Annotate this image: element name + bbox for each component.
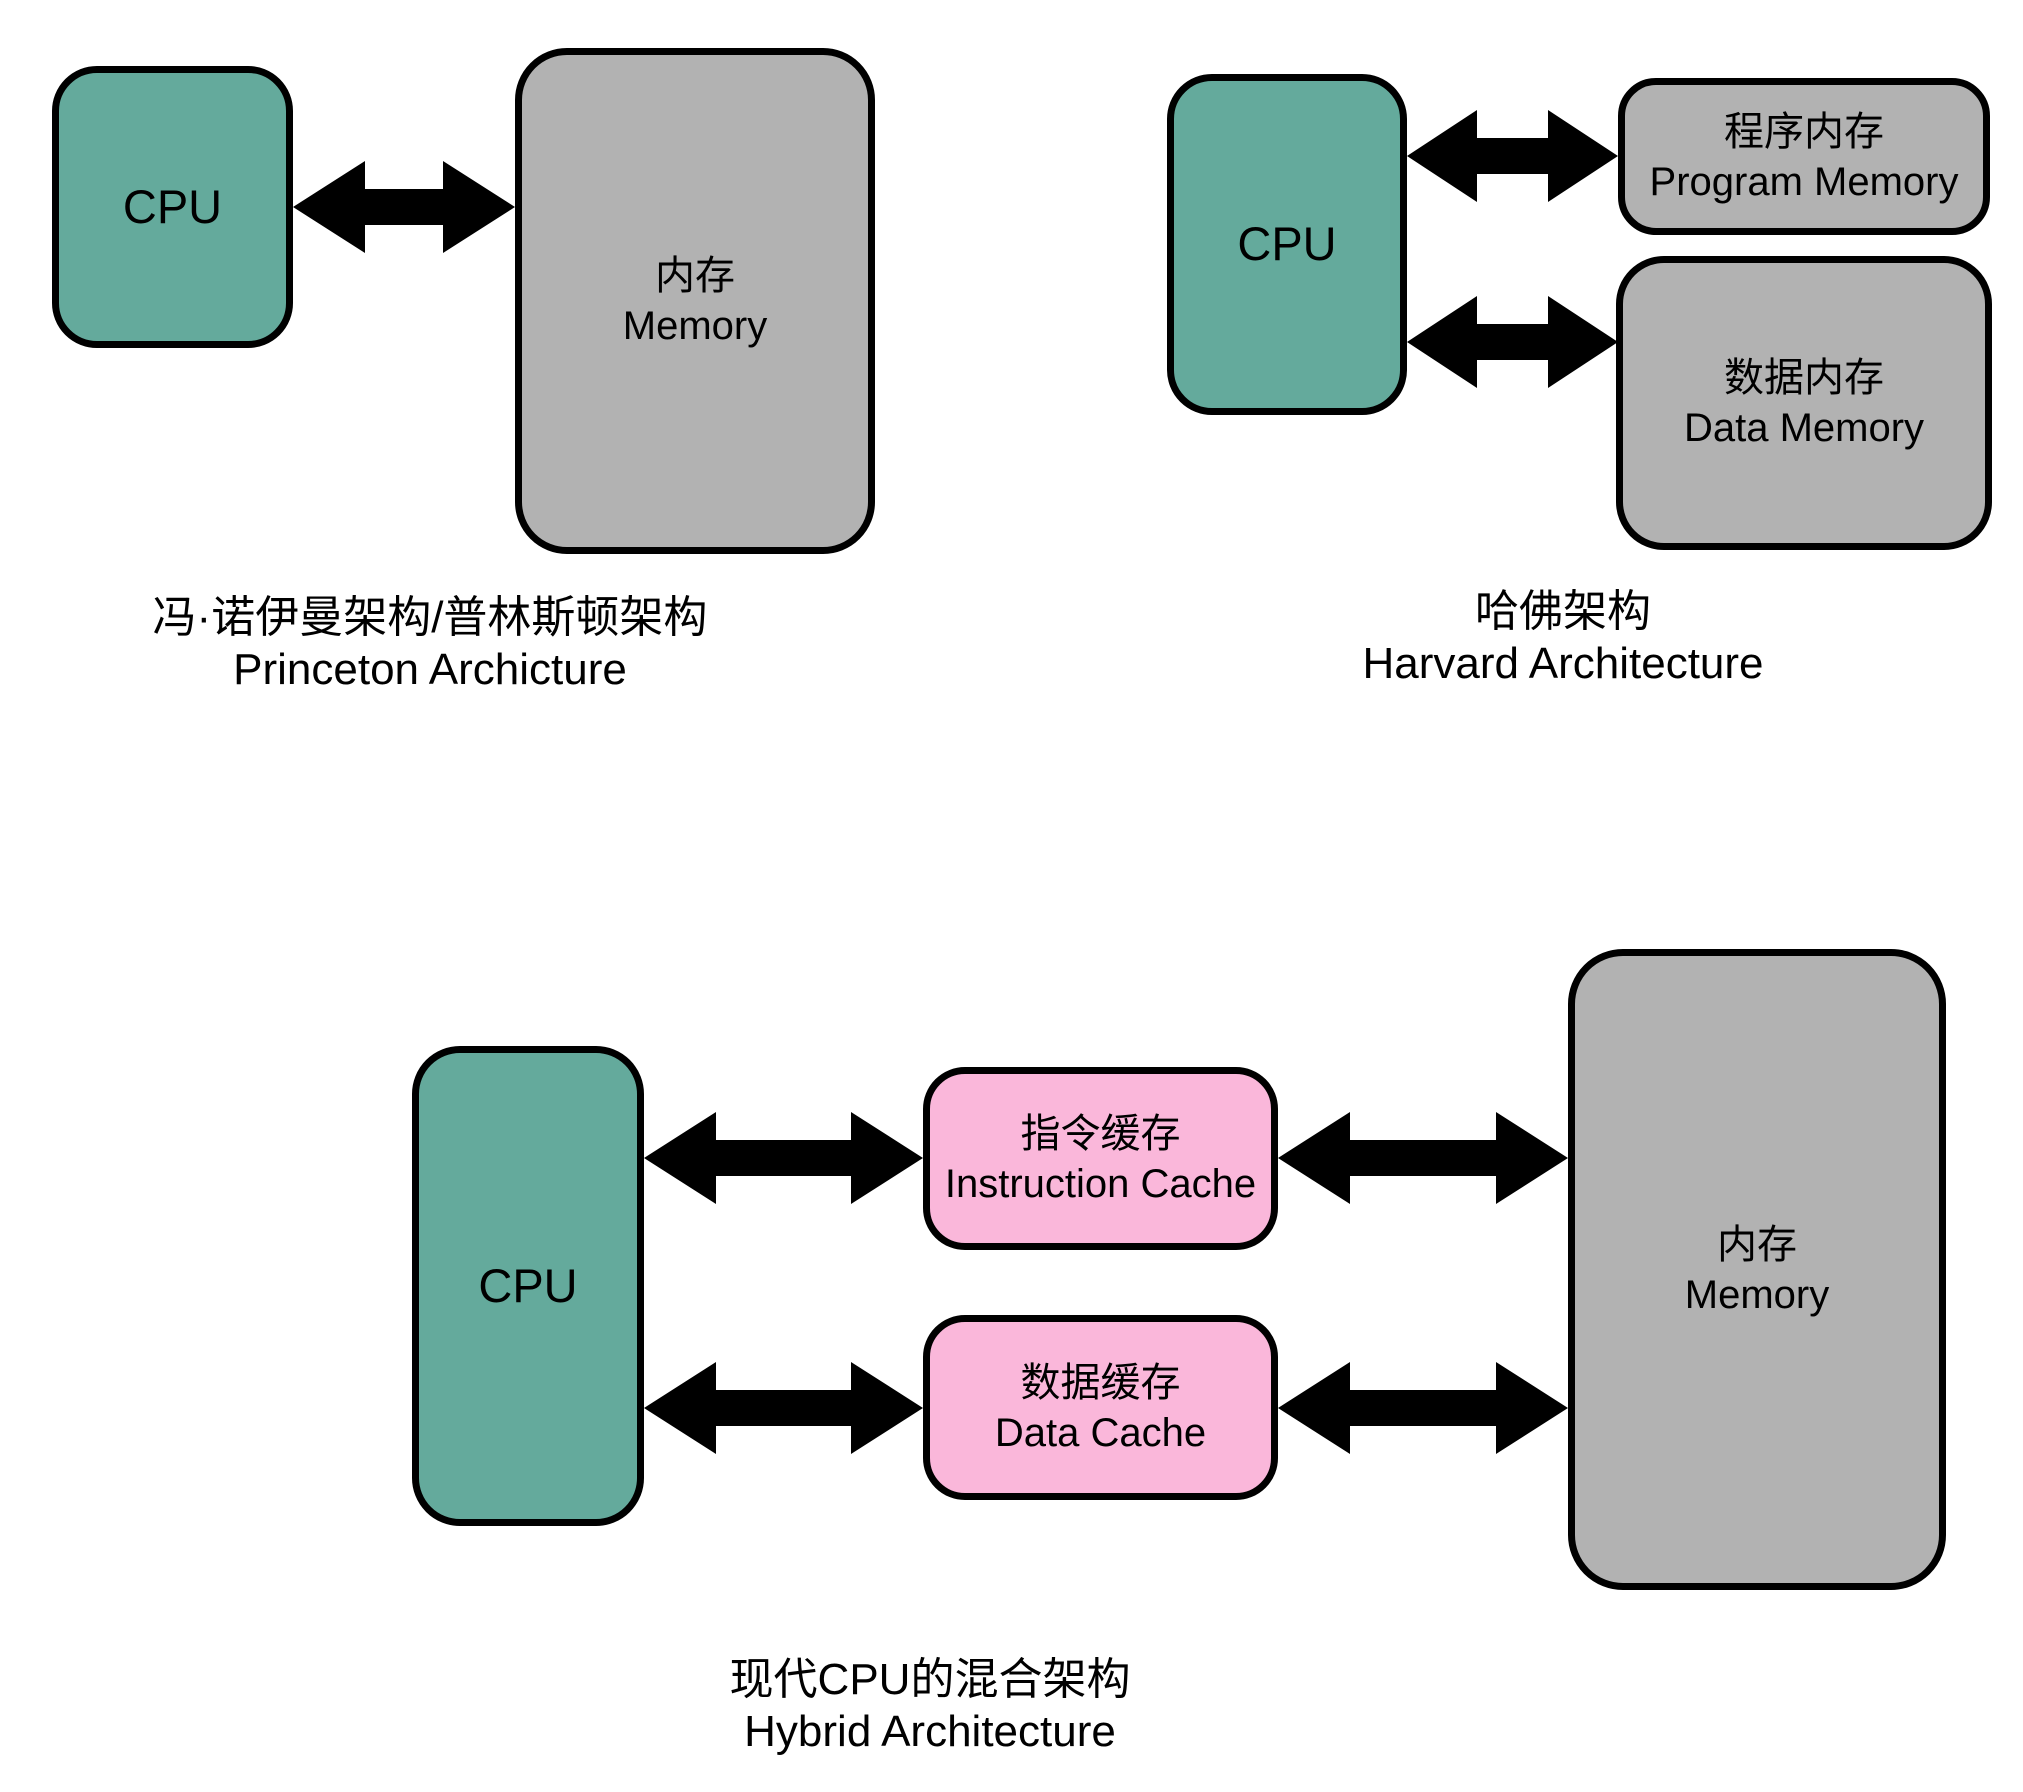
hybrid-caption-zh: 现代CPU的混合架构 [729, 1655, 1131, 1704]
princeton-caption-zh: 冯·诺伊曼架构/普林斯顿架构 [152, 593, 708, 642]
harvard-cpu-program-memory-arrow [1407, 108, 1618, 204]
hybrid-data-cache-label-en: Data Cache [994, 1410, 1207, 1455]
harvard-program-memory-label-en: Program Memory [1649, 159, 1959, 204]
hybrid-caption-en: Hybrid Architecture [744, 1707, 1116, 1756]
hybrid-data-cache-memory-arrow [1278, 1360, 1568, 1456]
princeton-caption: 冯·诺伊曼架构/普林斯顿架构 Princeton Archicture [30, 592, 830, 696]
princeton-memory-label-en: Memory [622, 304, 768, 348]
harvard-cpu-box: CPU [1167, 74, 1407, 415]
princeton-caption-en: Princeton Archicture [233, 645, 627, 694]
princeton-cpu-box: CPU [52, 66, 293, 348]
hybrid-memory-label-en: Memory [1684, 1272, 1830, 1317]
hybrid-instruction-cache-label-zh: 指令缓存 [1020, 1111, 1181, 1156]
hybrid-cpu-instruction-cache-arrow [644, 1110, 923, 1206]
princeton-cpu-memory-arrow [293, 159, 515, 255]
harvard-cpu-label: CPU [1237, 217, 1337, 271]
harvard-caption: 哈佛架构 Harvard Architecture [1163, 586, 1963, 690]
hybrid-memory-label-zh: 内存 [1717, 1222, 1797, 1267]
hybrid-caption: 现代CPU的混合架构 Hybrid Architecture [530, 1654, 1330, 1758]
hybrid-memory-box: 内存 Memory [1568, 949, 1946, 1590]
princeton-cpu-label: CPU [122, 179, 223, 233]
princeton-memory-box: 内存 Memory [515, 48, 875, 554]
hybrid-data-cache-box: 数据缓存 Data Cache [923, 1315, 1278, 1500]
harvard-data-memory-box: 数据内存 Data Memory [1616, 256, 1992, 550]
hybrid-cpu-box: CPU [412, 1046, 644, 1526]
hybrid-cpu-data-cache-arrow [644, 1360, 923, 1456]
hybrid-instruction-cache-memory-arrow [1278, 1110, 1568, 1206]
harvard-caption-zh: 哈佛架构 [1475, 587, 1651, 636]
hybrid-instruction-cache-label-en: Instruction Cache [944, 1161, 1257, 1206]
harvard-program-memory-box: 程序内存 Program Memory [1618, 78, 1990, 235]
hybrid-instruction-cache-box: 指令缓存 Instruction Cache [923, 1067, 1278, 1250]
harvard-caption-en: Harvard Architecture [1362, 639, 1764, 688]
harvard-data-memory-label-en: Data Memory [1683, 406, 1925, 450]
harvard-program-memory-label-zh: 程序内存 [1724, 109, 1884, 154]
harvard-cpu-data-memory-arrow [1407, 294, 1618, 390]
harvard-data-memory-label-zh: 数据内存 [1724, 356, 1884, 400]
hybrid-cpu-label: CPU [478, 1258, 578, 1312]
hybrid-data-cache-label-zh: 数据缓存 [1020, 1360, 1181, 1405]
princeton-memory-label-zh: 内存 [655, 254, 735, 298]
